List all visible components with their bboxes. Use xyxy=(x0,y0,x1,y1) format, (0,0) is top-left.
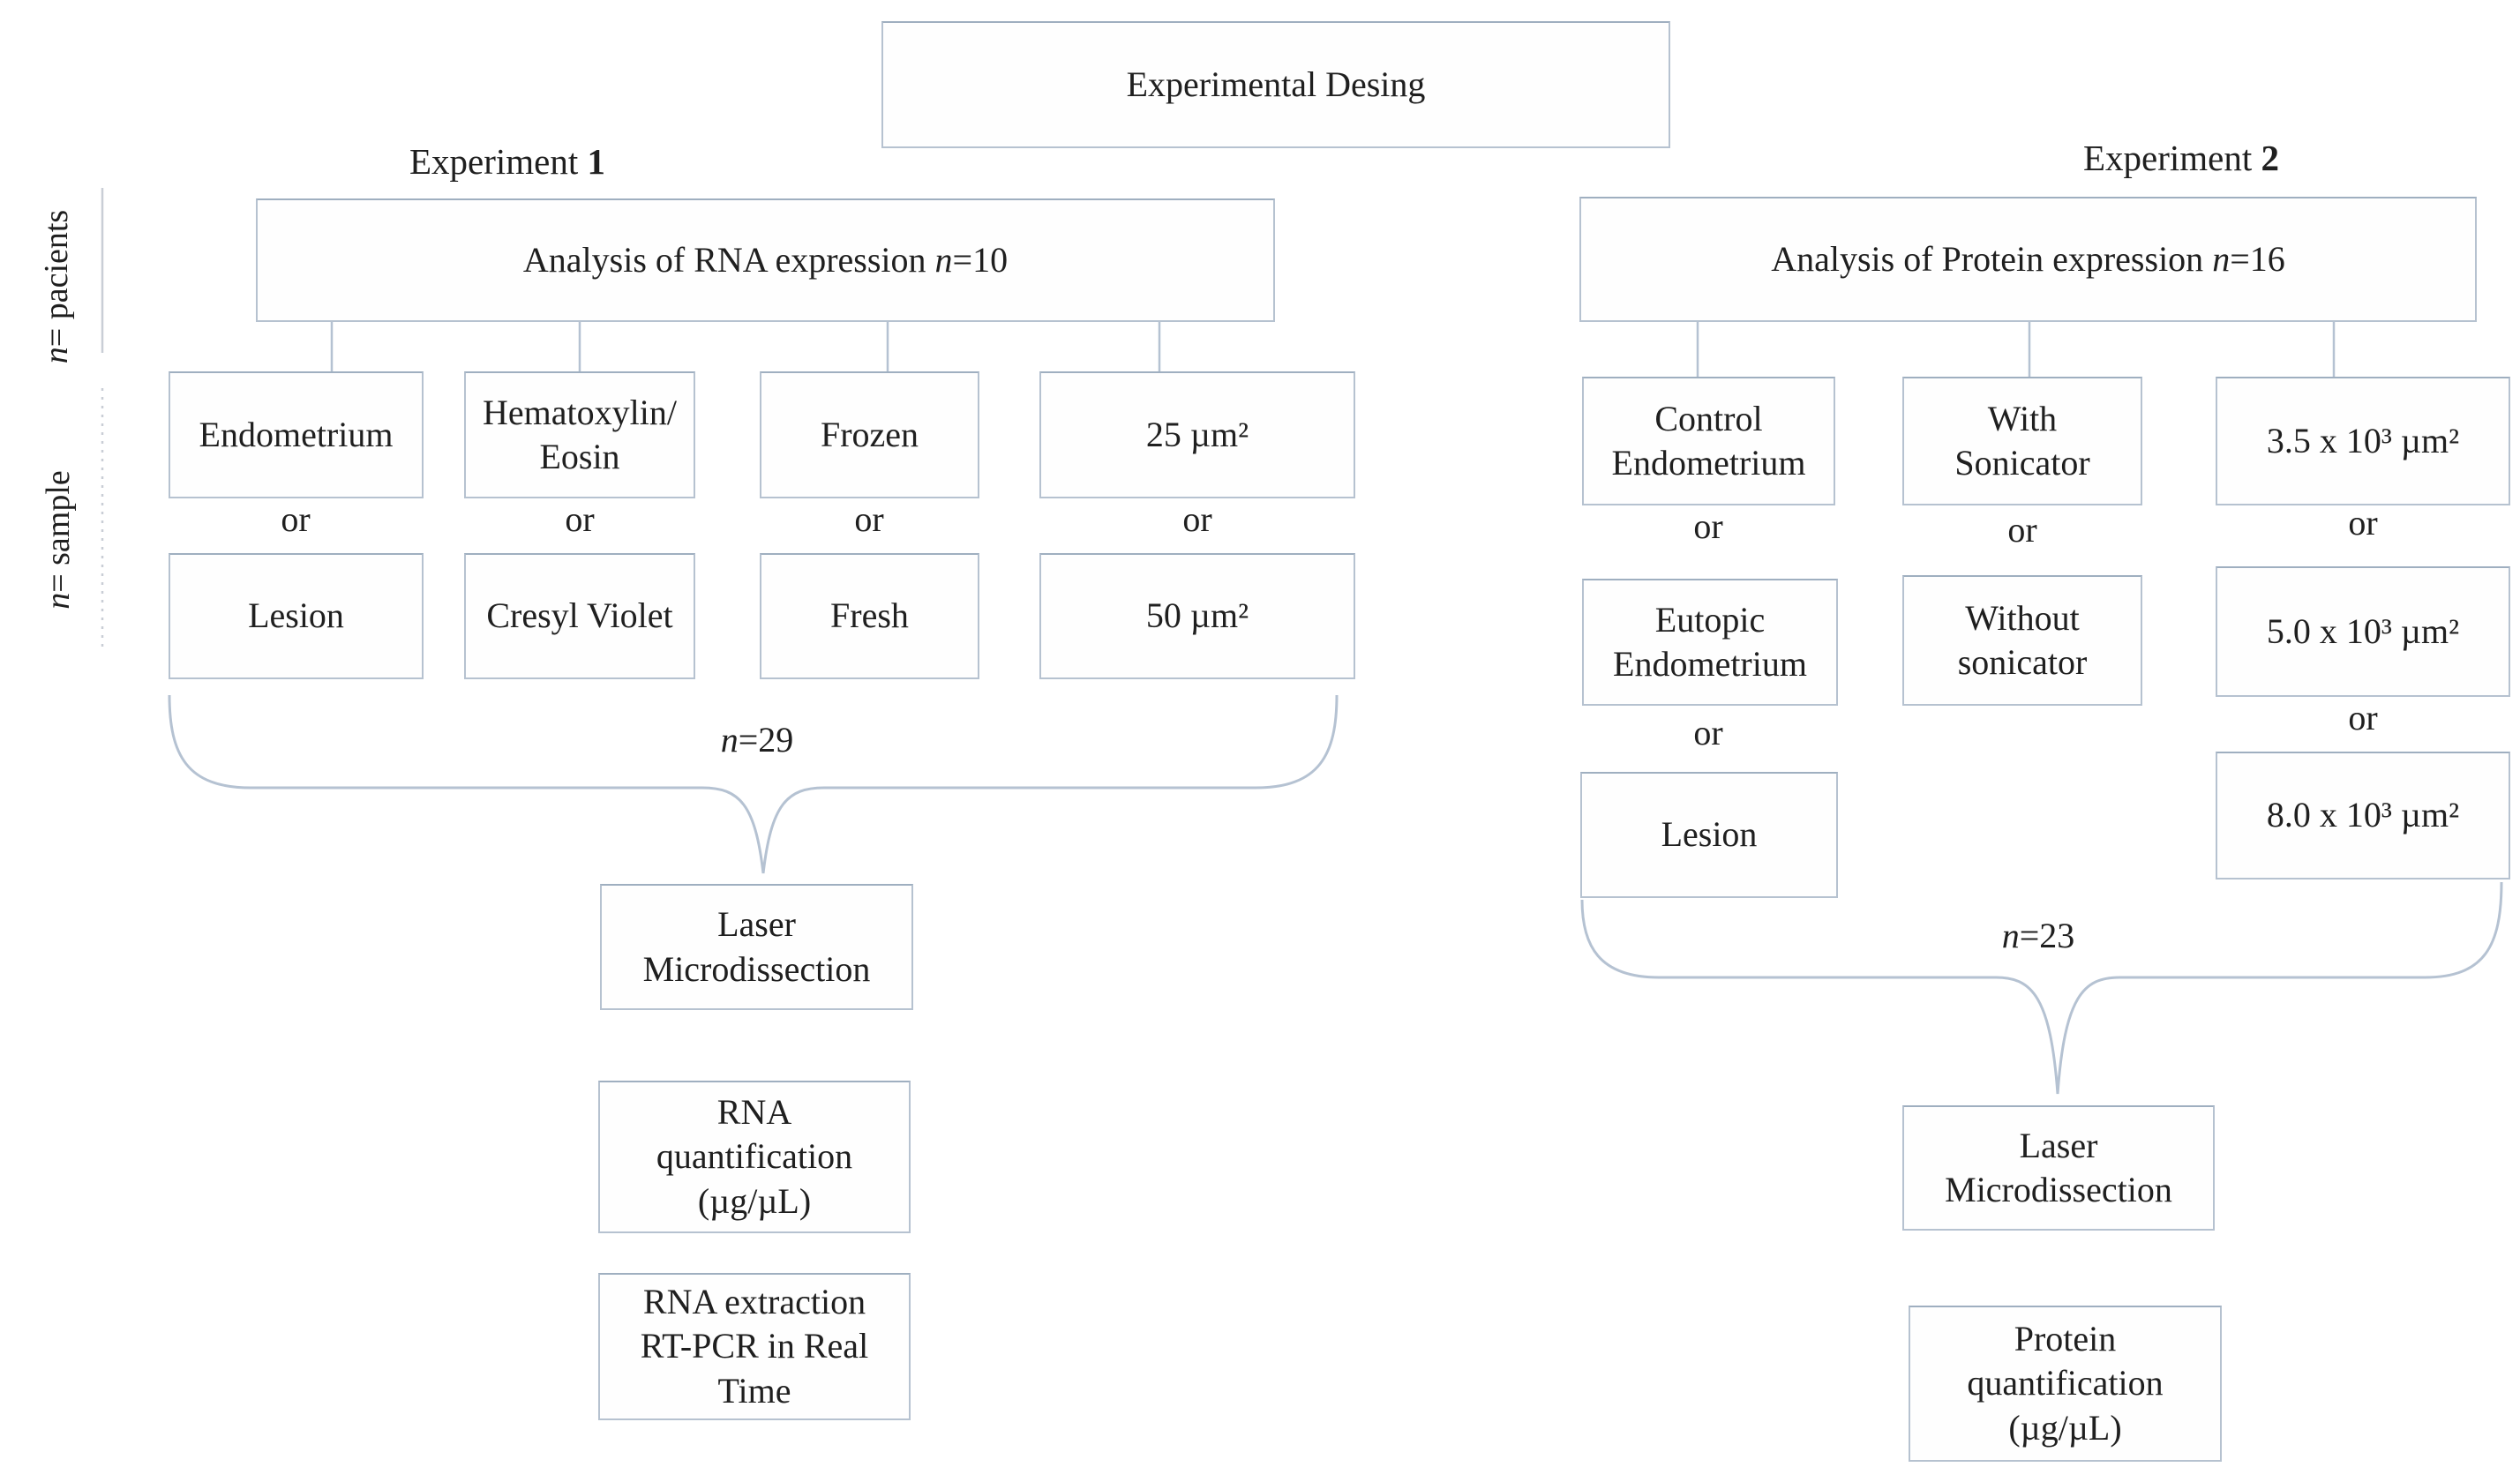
box-5-0-um2: 5.0 x 10³ µm² xyxy=(2216,566,2510,697)
or-label: or xyxy=(565,498,595,539)
box-50um2: 50 µm² xyxy=(1039,553,1355,679)
experiment1-label: Experiment 1 xyxy=(409,141,606,182)
title-box: Experimental Desing xyxy=(881,21,1670,148)
experiment2-total-n: n=23 xyxy=(2001,915,2075,955)
experiment2-header-box: Analysis of Protein expression n=16 xyxy=(1579,197,2477,322)
box-lesion-2: Lesion xyxy=(1580,772,1838,898)
box-25um2: 25 µm² xyxy=(1039,371,1355,498)
box-endometrium: Endometrium xyxy=(169,371,424,498)
samples-count-side-label: n= sample xyxy=(40,470,77,610)
or-label: or xyxy=(2348,502,2378,543)
box-cresyl-violet: Cresyl Violet xyxy=(464,553,695,679)
box-fresh: Fresh xyxy=(760,553,979,679)
or-label: or xyxy=(1693,505,1723,546)
patients-count-side-label: n= pacients xyxy=(38,209,75,364)
box-frozen: Frozen xyxy=(760,371,979,498)
or-label: or xyxy=(854,498,884,539)
or-label: or xyxy=(1693,712,1723,752)
box-lesion: Lesion xyxy=(169,553,424,679)
experiment1-header-box: Analysis of RNA expression n=10 xyxy=(256,198,1275,322)
or-label: or xyxy=(1182,498,1212,539)
diagram-title: Experimental Desing xyxy=(1126,64,1426,104)
box-hematoxylin-eosin: Hematoxylin/Eosin xyxy=(464,371,695,498)
box-8-0-um2: 8.0 x 10³ µm² xyxy=(2216,752,2510,879)
experiment2-label: Experiment 2 xyxy=(2082,138,2280,178)
or-label: or xyxy=(281,498,311,539)
box-3-5-um2: 3.5 x 10³ µm² xyxy=(2216,377,2510,505)
or-label: or xyxy=(2007,509,2037,550)
n-value: n=10 xyxy=(934,239,1009,280)
experiment1-brace xyxy=(168,694,1339,874)
experiment2-brace xyxy=(1580,881,2503,1095)
n-value: n=16 xyxy=(2212,238,2285,279)
experiment1-total-n: n=29 xyxy=(720,719,794,760)
or-label: or xyxy=(2348,697,2378,737)
